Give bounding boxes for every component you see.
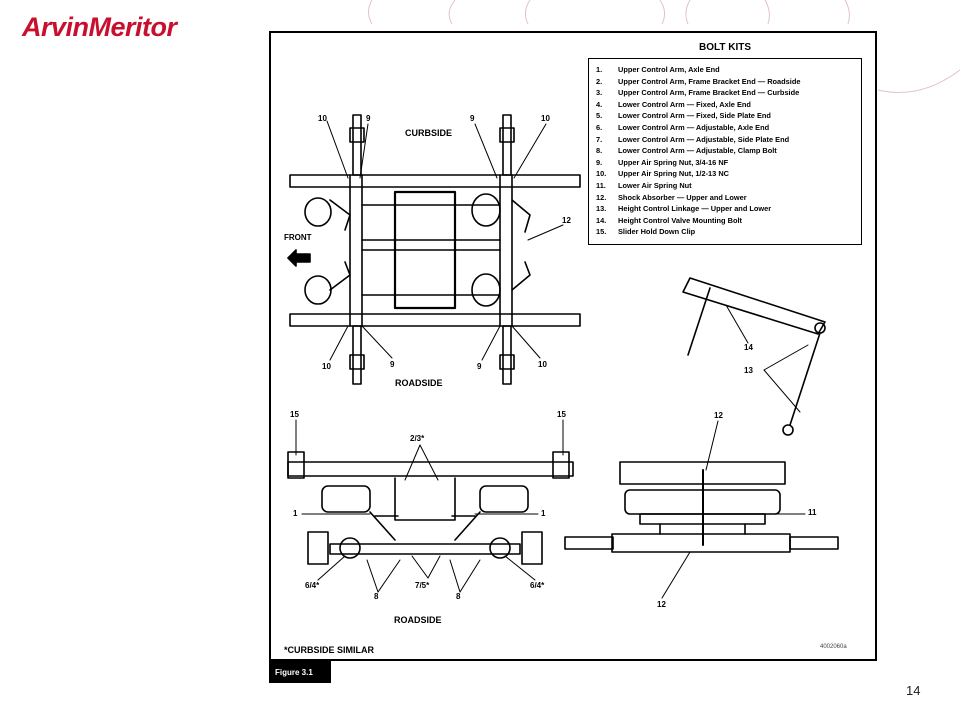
bolt-kit-number: 4. xyxy=(596,99,603,109)
bolt-kit-text: Lower Control Arm — Fixed, Axle End xyxy=(618,99,751,109)
callout-6-4: 6/4* xyxy=(305,581,320,590)
bolt-kit-number: 14. xyxy=(596,215,607,225)
callout-9: 9 xyxy=(477,362,482,371)
curbside-similar-note: *CURBSIDE SIMILAR xyxy=(284,645,375,655)
bolt-kit-number: 10. xyxy=(596,169,607,179)
callout-10: 10 xyxy=(538,360,547,369)
callout-15: 15 xyxy=(557,410,566,419)
figure-code: 4002060a xyxy=(820,644,847,650)
bolt-kit-number: 7. xyxy=(596,134,603,144)
bolt-kit-text: Lower Control Arm — Adjustable, Clamp Bo… xyxy=(618,146,777,156)
bolt-kit-text: Shock Absorber — Upper and Lower xyxy=(618,192,747,202)
bolt-kit-number: 13. xyxy=(596,204,607,214)
list-item: 1. Upper Control Arm, Axle End xyxy=(596,64,861,76)
figure-label: Figure 3.1 xyxy=(269,661,331,683)
roadside-label-top: ROADSIDE xyxy=(395,378,443,388)
front-label: FRONT xyxy=(284,233,312,242)
callout-7-5: 7/5* xyxy=(415,581,430,590)
callout-10: 10 xyxy=(541,114,550,123)
bolt-kit-text: Height Control Valve Mounting Bolt xyxy=(618,215,742,225)
bolt-kit-text: Lower Control Arm — Adjustable, Axle End xyxy=(618,122,770,132)
callout-12: 12 xyxy=(562,216,571,225)
bolt-kit-text: Slider Hold Down Clip xyxy=(618,227,696,237)
bolt-kits-title: BOLT KITS xyxy=(698,42,752,53)
bolt-kit-text: Upper Control Arm, Axle End xyxy=(618,65,720,74)
callout-10: 10 xyxy=(322,362,331,371)
callout-12: 12 xyxy=(657,600,666,609)
callout-9: 9 xyxy=(390,360,395,369)
bolt-kit-text: Lower Control Arm — Adjustable, Side Pla… xyxy=(618,134,790,144)
list-item: 9. Upper Air Spring Nut, 3/4-16 NF xyxy=(596,157,861,169)
list-item: 14. Height Control Valve Mounting Bolt xyxy=(596,215,861,227)
list-item: 4. Lower Control Arm — Fixed, Axle End xyxy=(596,99,861,111)
bolt-kit-text: Lower Air Spring Nut xyxy=(618,180,692,190)
bolt-kit-number: 15. xyxy=(596,227,607,237)
bolt-kit-number: 5. xyxy=(596,111,603,121)
bolt-kit-number: 3. xyxy=(596,88,603,98)
list-item: 3. Upper Control Arm, Frame Bracket End —… xyxy=(596,87,861,99)
callout-2-3: 2/3* xyxy=(410,434,425,443)
bolt-kit-number: 11. xyxy=(596,180,606,190)
bolt-kit-number: 2. xyxy=(596,76,603,86)
list-item: 6. Lower Control Arm — Adjustable, Axle E… xyxy=(596,122,861,134)
list-item: 15. Slider Hold Down Clip xyxy=(596,226,861,238)
list-item: 2. Upper Control Arm, Frame Bracket End —… xyxy=(596,76,861,88)
bolt-kits-list: 1. Upper Control Arm, Axle End 2. Upper Co… xyxy=(589,59,861,238)
bolt-kit-number: 8. xyxy=(596,146,603,156)
callout-6-4: 6/4* xyxy=(530,581,545,590)
bolt-kit-text: Upper Air Spring Nut, 1/2-13 NC xyxy=(618,169,730,179)
list-item: 11. Lower Air Spring Nut xyxy=(596,180,861,192)
list-item: 10. Upper Air Spring Nut, 1/2-13 NC xyxy=(596,168,861,180)
list-item: 13. Height Control Linkage — Upper and Lo… xyxy=(596,203,861,215)
callout-1: 1 xyxy=(293,509,298,518)
callout-8: 8 xyxy=(374,592,379,601)
list-item: 5. Lower Control Arm — Fixed, Side Plate … xyxy=(596,110,861,122)
bolt-kit-text: Lower Control Arm — Fixed, Side Plate En… xyxy=(618,111,771,121)
bolt-kit-text: Upper Control Arm, Frame Bracket End — C… xyxy=(618,88,800,98)
callout-12: 12 xyxy=(714,411,723,420)
list-item: 8. Lower Control Arm — Adjustable, Clamp … xyxy=(596,145,861,157)
bolt-kit-text: Height Control Linkage — Upper and Lower xyxy=(618,204,772,214)
bolt-kits-legend: BOLT KITS 1. Upper Control Arm, Axle End … xyxy=(588,42,862,245)
bolt-kit-text: Upper Air Spring Nut, 3/4-16 NF xyxy=(618,157,729,167)
callout-14: 14 xyxy=(744,343,753,352)
bolt-kit-number: 12. xyxy=(596,192,607,202)
callout-1: 1 xyxy=(541,509,546,518)
bolt-kit-text: Upper Control Arm, Frame Bracket End — R… xyxy=(618,76,801,86)
roadside-label-bottom: ROADSIDE xyxy=(394,615,442,625)
callout-15: 15 xyxy=(290,410,299,419)
bolt-kit-number: 9. xyxy=(596,157,603,167)
bolt-kit-number: 1. xyxy=(596,65,603,74)
page-number: 14 xyxy=(906,683,921,698)
callout-10: 10 xyxy=(318,114,327,123)
arvinmeritor-logo: ArvinMeritor xyxy=(22,12,177,42)
callout-9: 9 xyxy=(366,114,371,123)
callout-13: 13 xyxy=(744,366,753,375)
curbside-label: CURBSIDE xyxy=(405,128,453,138)
callout-8: 8 xyxy=(456,592,461,601)
bolt-kit-number: 6. xyxy=(596,122,603,132)
callout-11: 11 xyxy=(808,508,817,517)
list-item: 12. Shock Absorber — Upper and Lower xyxy=(596,192,861,204)
callout-9: 9 xyxy=(470,114,475,123)
list-item: 7. Lower Control Arm — Adjustable, Side P… xyxy=(596,134,861,146)
